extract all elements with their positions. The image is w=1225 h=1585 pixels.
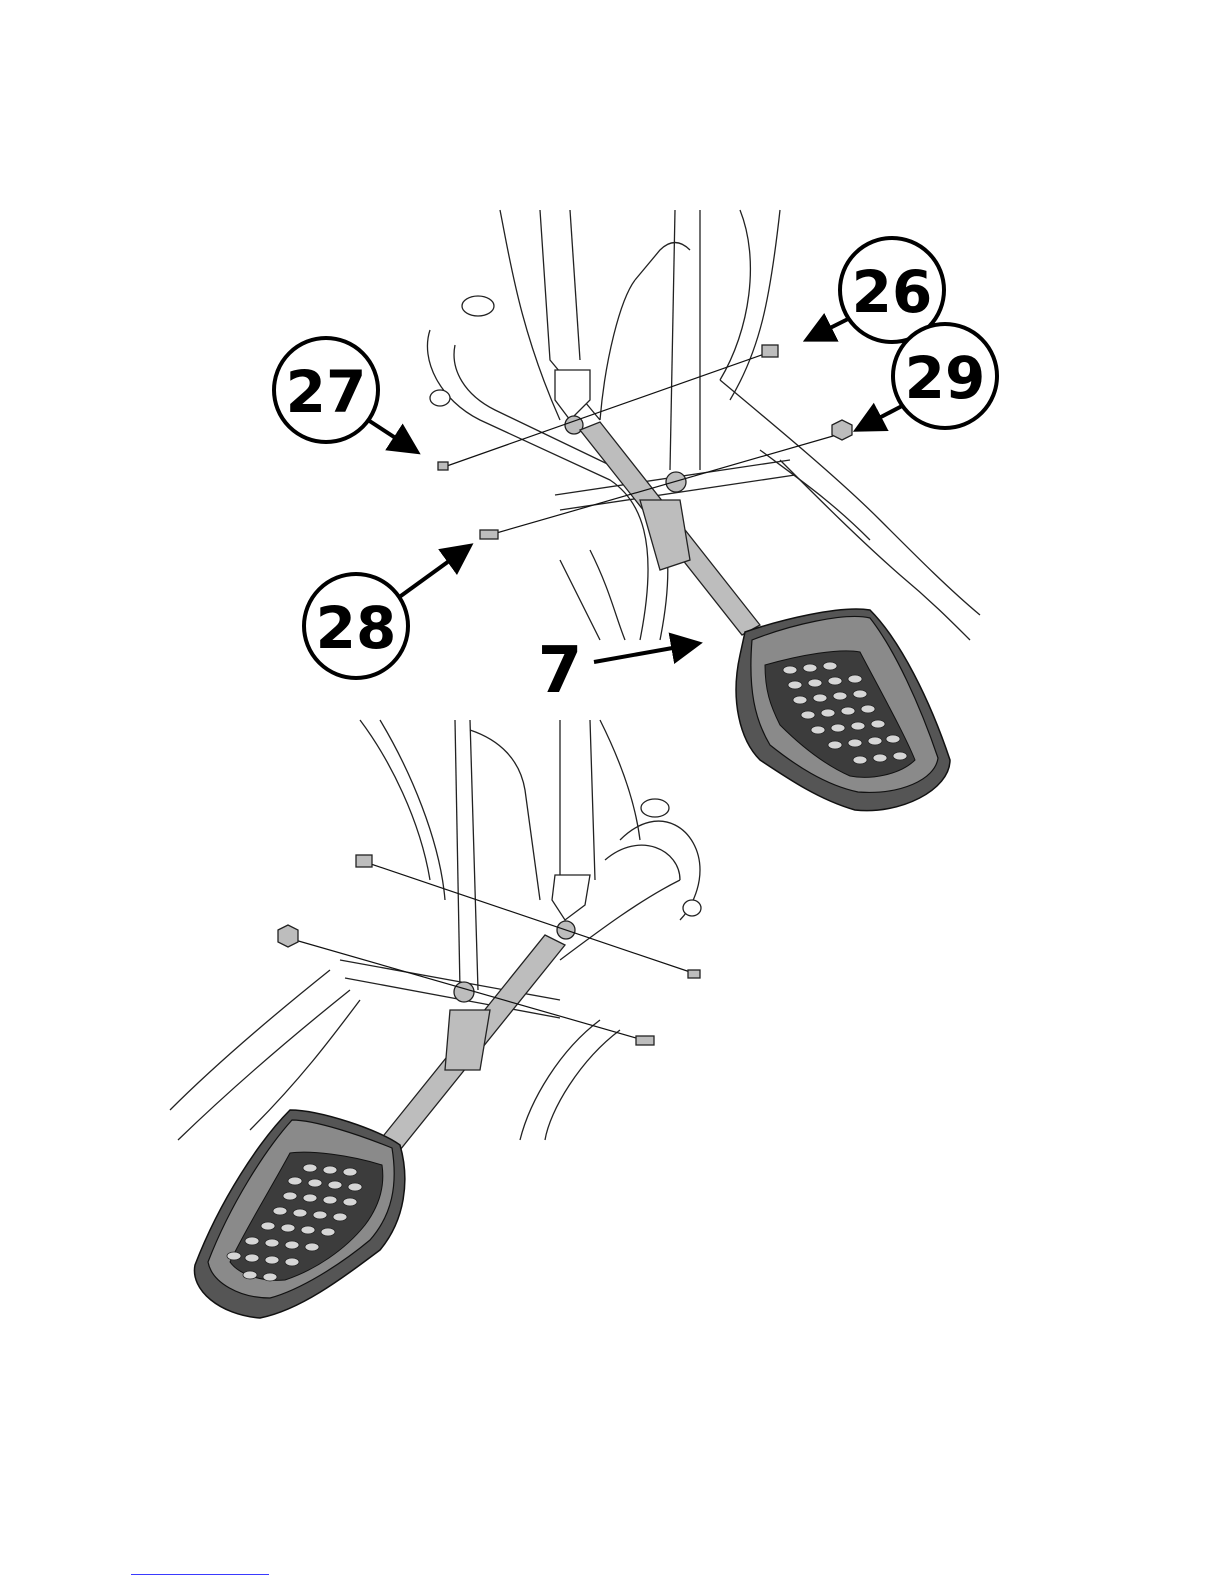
callout-7-label: 7: [538, 634, 583, 708]
callout-28: 28: [304, 548, 467, 678]
callout-27: 27: [274, 338, 414, 450]
bottom-bolt-upper: [356, 855, 372, 867]
bottom-assembly: [170, 720, 701, 1318]
bottom-bolt-right: [688, 970, 700, 978]
bottom-nut: [278, 925, 298, 947]
callout-27-label: 27: [286, 358, 367, 426]
footer-link-underline[interactable]: [131, 1574, 269, 1575]
bottom-bolt-lower: [636, 1036, 654, 1045]
bolt-28: [480, 530, 498, 539]
nut-29: [832, 420, 852, 440]
bolt-27: [438, 462, 448, 470]
callout-28-label: 28: [316, 594, 397, 662]
bolt-26: [762, 345, 778, 357]
callout-26-label: 26: [852, 258, 933, 326]
callout-7: 7: [538, 634, 695, 708]
callout-29-label: 29: [905, 344, 986, 412]
top-assembly: 27 28 26 29 7: [274, 210, 997, 811]
